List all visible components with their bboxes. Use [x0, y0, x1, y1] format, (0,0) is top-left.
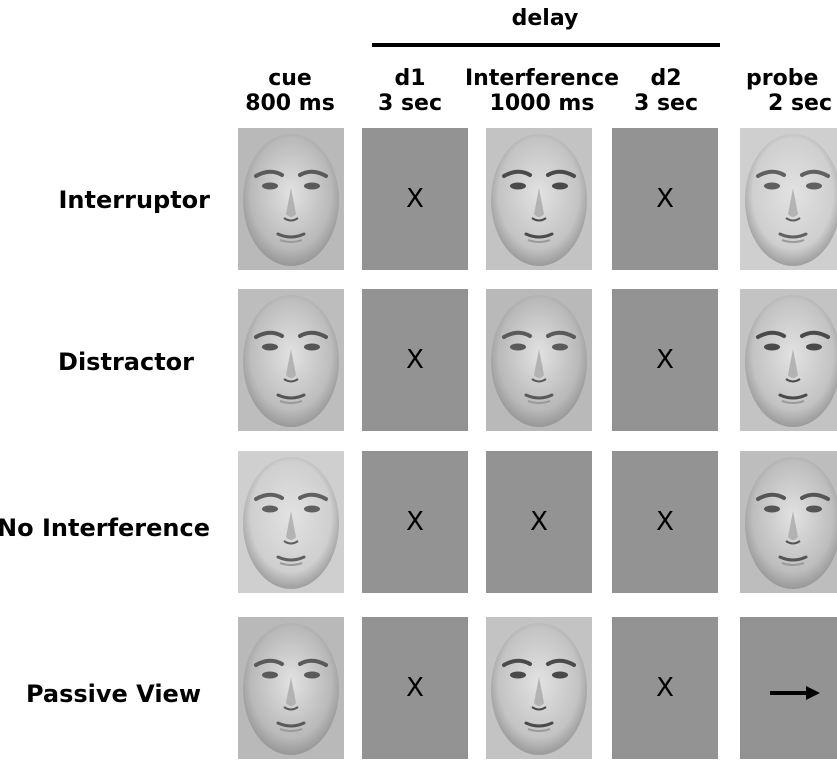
fixation-panel: X [486, 451, 592, 593]
fixation-x: X [656, 507, 674, 537]
column-duration: 800 ms [245, 91, 335, 116]
fixation-panel: X [612, 128, 718, 270]
row-label-passive-view: Passive View [25, 680, 201, 708]
face-stimulus-image [238, 128, 344, 270]
fixation-x: X [406, 673, 424, 703]
column-title: d2 [650, 66, 682, 91]
column-title: probe [746, 66, 819, 91]
column-title: d1 [394, 66, 426, 91]
column-title: Interference [464, 66, 620, 91]
face-stimulus-image [238, 451, 344, 593]
fixation-panel: X [362, 289, 468, 431]
fixation-x: X [656, 345, 674, 375]
fixation-x: X [530, 507, 548, 537]
fixation-panel: X [362, 128, 468, 270]
arrow-probe-panel [740, 617, 837, 759]
row-label-no-interference: No Interference [0, 514, 210, 542]
column-duration: 3 sec [633, 91, 699, 116]
face-stimulus-image [740, 128, 837, 270]
face-stimulus-image [238, 617, 344, 759]
fixation-x: X [656, 673, 674, 703]
face-stimulus-image [740, 451, 837, 593]
fixation-x: X [406, 507, 424, 537]
fixation-panel: X [612, 289, 718, 431]
column-header-d1: d1 3 sec [360, 66, 460, 116]
fixation-panel: X [362, 451, 468, 593]
face-stimulus-image [486, 128, 592, 270]
face-stimulus-image [740, 289, 837, 431]
column-header-interference: Interference 1000 ms [462, 66, 622, 116]
fixation-x: X [406, 345, 424, 375]
column-header-d2: d2 3 sec [616, 66, 716, 116]
face-stimulus-image [486, 617, 592, 759]
face-stimulus-image [486, 289, 592, 431]
fixation-panel: X [362, 617, 468, 759]
delay-label: delay [511, 6, 579, 31]
fixation-x: X [656, 184, 674, 214]
face-stimulus-image [238, 289, 344, 431]
column-duration: 2 sec [768, 91, 833, 116]
column-duration: 1000 ms [489, 91, 595, 116]
column-header-cue: cue 800 ms [230, 66, 350, 116]
delay-bracket-line [372, 43, 720, 47]
fixation-panel: X [612, 451, 718, 593]
row-label-distractor: Distractor [58, 348, 194, 376]
column-duration: 3 sec [377, 91, 443, 116]
right-arrow-icon [770, 686, 820, 700]
fixation-x: X [406, 184, 424, 214]
row-label-interruptor: Interruptor [58, 186, 211, 214]
fixation-panel: X [612, 617, 718, 759]
column-header-probe: probe 2 sec [746, 66, 837, 116]
column-title: cue [268, 66, 312, 91]
